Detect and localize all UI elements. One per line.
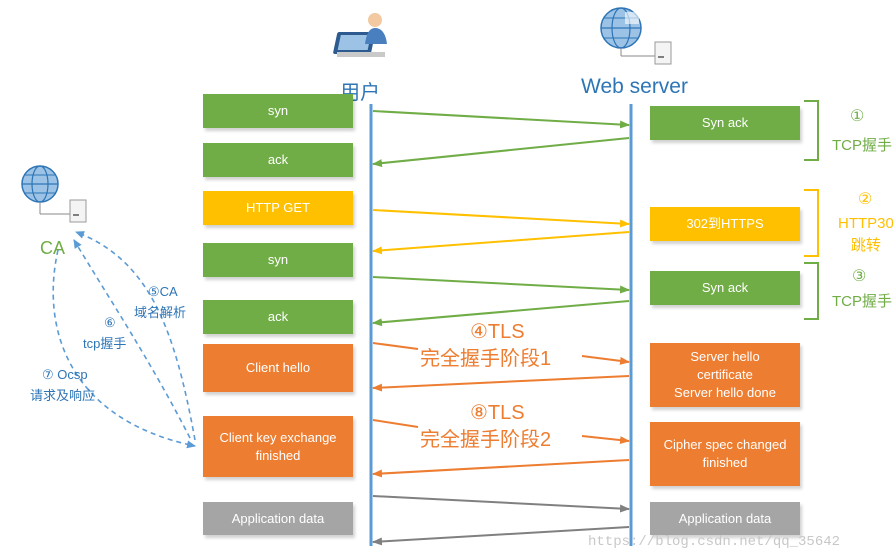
box-server-hello: Server hello certificate Server hello do…	[650, 343, 800, 407]
arrow-http-get	[372, 209, 630, 228]
box-client-ack: ack	[203, 143, 353, 177]
arrow-key-exchange	[372, 419, 629, 441]
arrow-syn-1	[372, 110, 630, 129]
box-server-app-data: Application data	[650, 502, 800, 535]
box-server-synack: Syn ack	[650, 106, 800, 140]
arrow-app-data-out	[372, 495, 630, 513]
arrow-app-data-in	[372, 526, 630, 546]
arrow-cipher-spec	[372, 459, 630, 478]
box-client-app-data: Application data	[203, 502, 353, 535]
phase-3-number: ③	[852, 268, 867, 285]
arrow-synack-2	[372, 300, 630, 327]
ca-dns-label: 域名解析	[134, 305, 187, 320]
box-http-get: HTTP GET	[203, 191, 353, 225]
bracket-tcp-2	[804, 262, 819, 320]
ca-tcp-number: ⑥	[104, 315, 116, 330]
arrow-302	[372, 231, 630, 255]
phase-1-label: TCP握手	[832, 137, 893, 154]
arrow-synack-1	[372, 137, 630, 168]
ca-ocsp-label: 请求及响应	[30, 388, 96, 403]
ca-server-icon	[21, 165, 87, 223]
phase-1-number: ①	[850, 108, 865, 125]
box-server-302: 302到HTTPS	[650, 207, 800, 241]
watermark: https://blog.csdn.net/qq_35642	[588, 534, 841, 550]
box-cipher-spec: Cipher spec changed finished	[650, 422, 800, 486]
ca-tcp-arrow	[73, 239, 191, 439]
ca-label: CA	[40, 238, 66, 258]
phase-2-number: ②	[858, 191, 873, 208]
arrow-client-hello	[372, 342, 629, 362]
box-client-key-exchange: Client key exchange finished	[203, 416, 353, 477]
phase-2-label: HTTP30 跳转	[838, 215, 894, 254]
box-client-syn-2: syn	[203, 243, 353, 277]
box-client-syn: syn	[203, 94, 353, 128]
box-server-synack-2: Syn ack	[650, 271, 800, 305]
bracket-tcp-1	[804, 100, 819, 161]
tls-phase-1-sub: 完全握手阶段1	[420, 348, 552, 370]
tls-phase-1-title: ④TLS	[470, 321, 525, 343]
arrow-syn-2	[372, 276, 630, 294]
box-client-hello: Client hello	[203, 344, 353, 392]
arrow-server-hello	[372, 375, 630, 392]
ca-tcp-label: tcp握手	[83, 336, 127, 351]
web-server-icon	[600, 7, 672, 65]
server-label: Web server	[581, 75, 688, 98]
box-client-ack-2: ack	[203, 300, 353, 334]
phase-3-label: TCP握手	[832, 293, 893, 310]
ca-dns-arrow	[75, 231, 196, 441]
tls-phase-2-sub: 完全握手阶段2	[420, 429, 552, 451]
tls-phase-2-title: ⑧TLS	[470, 402, 525, 424]
user-computer-icon	[333, 13, 387, 57]
ca-ocsp-arrow	[52, 249, 196, 449]
ca-dns-number: ⑤CA	[148, 284, 178, 299]
bracket-http-302	[804, 189, 819, 257]
ca-ocsp-number: ⑦ Ocsp	[42, 367, 88, 382]
